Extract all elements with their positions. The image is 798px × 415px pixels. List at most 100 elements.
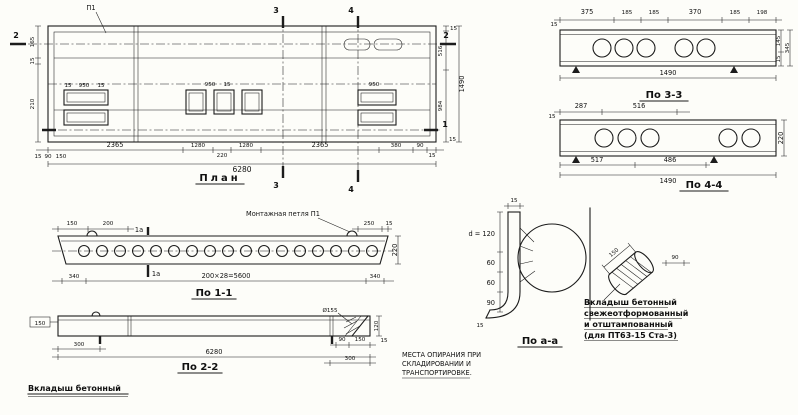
- dim-label: 370: [689, 8, 702, 16]
- secaa-fan-lines: [519, 227, 536, 283]
- dim-ticks: [330, 342, 376, 348]
- dim-label: 220: [217, 153, 228, 159]
- support-triangle: [730, 66, 738, 73]
- dim-label: 198: [757, 10, 768, 16]
- section-mark-3: 3: [273, 6, 279, 15]
- sec11-holes: [77, 244, 379, 258]
- dim-label: 300: [345, 356, 356, 362]
- dim-label: 516: [438, 45, 444, 56]
- dim-ticks: [352, 226, 392, 232]
- dim-ticks: [559, 162, 710, 168]
- sec22-outline: [57, 315, 371, 337]
- section-mark-4: 4: [348, 6, 354, 15]
- section-a-a: 15 d = 120 60 60 90 15 По а-а: [469, 198, 591, 348]
- dim-ticks: [324, 360, 376, 366]
- secaa-void-circle: [517, 223, 587, 293]
- dim-label: 200: [103, 221, 114, 227]
- loop-mark-p1: П1: [86, 4, 95, 12]
- support-triangle: [572, 66, 580, 73]
- plan-view: 3 4 3 4 2 2 1 П1 15 950 15 950 15 950 23…: [10, 4, 466, 194]
- dim-label: 90: [416, 143, 424, 149]
- dim-label: 950: [205, 82, 216, 88]
- dim-label: 185: [622, 10, 633, 16]
- dim-label: 90: [44, 154, 52, 160]
- dim-label: 340: [370, 274, 381, 280]
- dim-ticks: [376, 315, 382, 337]
- insert-note: Вкладыш бетонный: [28, 383, 121, 393]
- dim-label-total: 1490: [660, 177, 677, 185]
- secaa-profile-inner: [485, 211, 521, 319]
- dim-label: 2365: [312, 141, 329, 149]
- dim-ticks: [559, 75, 777, 81]
- support-triangle: [710, 156, 718, 163]
- view-title-1-1: По 1-1: [196, 288, 233, 299]
- dim-label: 516: [633, 102, 646, 110]
- insert-text-line: Вкладыш бетонный: [584, 297, 677, 307]
- dim-label: 15: [428, 153, 436, 159]
- dim-label-total: 6280: [232, 165, 251, 174]
- insert-cylinder: 150: [601, 242, 654, 296]
- dim-label: 220: [777, 132, 785, 145]
- dim-ticks: [52, 226, 134, 232]
- support-mark: [98, 336, 334, 344]
- dim-label: 210: [30, 98, 36, 109]
- insert-leader: [603, 283, 621, 301]
- insert-text-line: и отштампованный: [584, 320, 673, 329]
- dim-label: 1280: [239, 143, 254, 149]
- dim-ticks: [52, 278, 394, 284]
- section-3-3: 375 185 185 370 185 198 15 145 15 345 14…: [550, 8, 793, 102]
- dim-label: 15: [380, 338, 388, 344]
- lifting-loop: [346, 230, 358, 237]
- sec11-outline: [57, 235, 389, 265]
- section-mark-3-bottom: 3: [273, 181, 279, 190]
- dim-label: 90: [338, 337, 346, 343]
- dim-label: 345: [785, 42, 791, 53]
- dim-label: 287: [575, 102, 588, 110]
- dim-label: 15: [30, 57, 36, 65]
- dim-ticks-right-total: [456, 25, 462, 143]
- sec33-voids: [592, 38, 716, 58]
- view-title-plan: План: [199, 173, 240, 184]
- dim-ticks: [662, 260, 690, 266]
- dim-label-total: 1490: [458, 76, 466, 93]
- dim-label: 517: [591, 156, 604, 164]
- dim-label: d = 120: [469, 230, 496, 238]
- support-triangle: [572, 156, 580, 163]
- dim-ticks: [554, 109, 690, 115]
- dim-label: 950: [369, 82, 380, 88]
- dim-label: 340: [69, 274, 80, 280]
- dim-ticks-left: [35, 25, 41, 143]
- dim-label: 15: [510, 198, 518, 204]
- p1-leader: [95, 11, 107, 34]
- section-1-1: 1а 1а 150 200 250 15 Монтажная петля П1 …: [52, 210, 401, 300]
- dim-label: 15: [550, 22, 558, 28]
- dim-ticks: [787, 29, 793, 67]
- dim-ticks-total: [47, 161, 437, 167]
- dim-label: 165: [30, 36, 36, 47]
- note-line: МЕСТА ОПИРАНИЯ ПРИ: [402, 351, 481, 359]
- note-line: СКЛАДИРОВАНИИ И: [402, 360, 471, 368]
- dim-label: 185: [649, 10, 660, 16]
- dim-label: 60: [487, 259, 495, 267]
- dim-label: 375: [581, 8, 594, 16]
- dim-label-total: 6280: [206, 348, 223, 356]
- dim-ticks: [559, 172, 777, 178]
- lifting-loop: [86, 230, 98, 237]
- dim-label: 150: [355, 337, 366, 343]
- insert-text-line: свежеотформованный: [584, 309, 688, 318]
- dim-label: 15: [97, 83, 105, 89]
- loop-leader: [317, 217, 351, 233]
- section-mark-1: 1: [442, 120, 448, 129]
- dim-label-diameter: Ø155: [322, 307, 338, 314]
- dim-label: 90: [671, 255, 679, 261]
- dim-label: 15: [223, 82, 231, 88]
- view-title-3-3: По 3-3: [646, 90, 683, 101]
- insert-text-line: (для ПТ63-15 Ста-3): [584, 331, 677, 340]
- plan-void-middle: [185, 89, 263, 115]
- dim-label: 15: [64, 83, 72, 89]
- section-mark-1a: 1а: [152, 270, 160, 278]
- dim-label: 220: [391, 244, 399, 257]
- plan-slot: [373, 38, 403, 51]
